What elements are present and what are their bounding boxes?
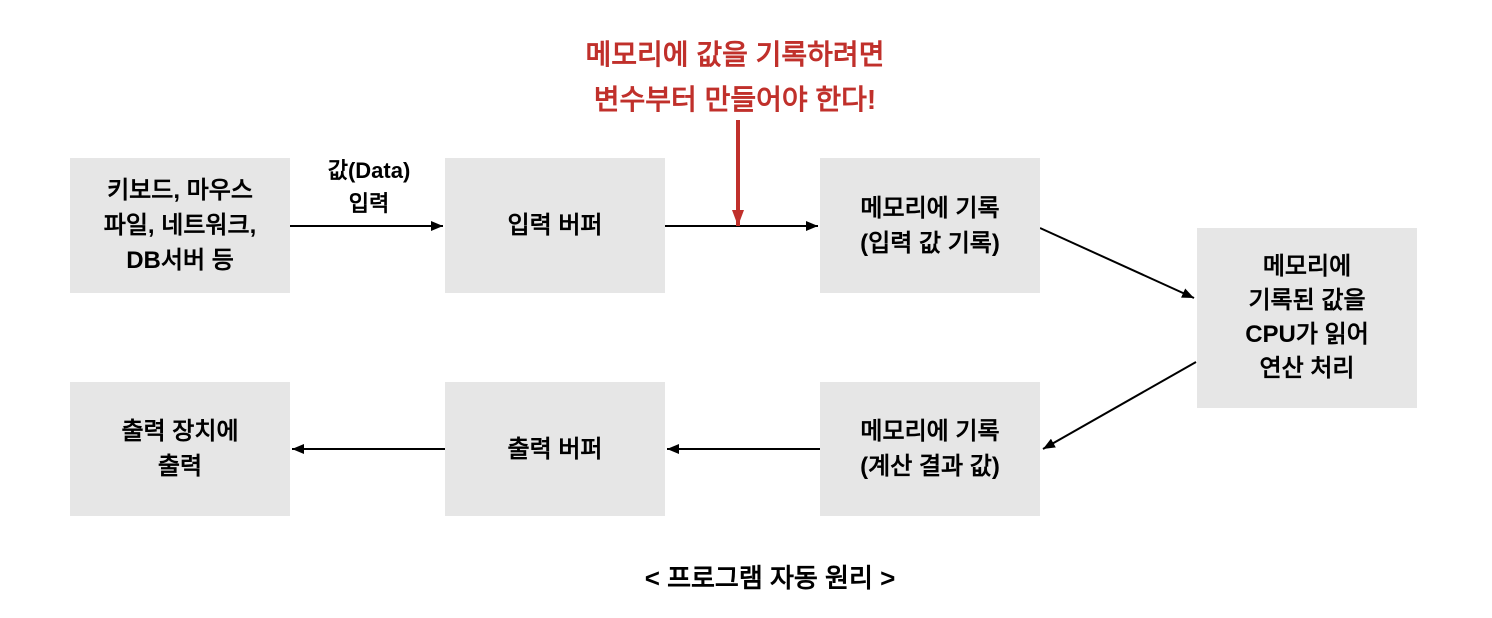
memory-write-result-box: 메모리에 기록 (계산 결과 값) (820, 382, 1040, 516)
data-input-label: 값(Data) 입력 (310, 154, 428, 220)
annotation-line-1: 메모리에 값을 기록하려면 (585, 39, 885, 70)
input-sources-line-1: 키보드, 마우스 (107, 177, 253, 204)
output-device-line-1: 출력 장치에 (121, 418, 239, 445)
diagram-caption: < 프로그램 자동 원리 > (644, 563, 896, 593)
cpu-process-line-2: 기록된 값을 (1248, 287, 1366, 314)
cpu-process-box: 메모리에 기록된 값을 CPU가 읽어 연산 처리 (1197, 228, 1417, 408)
memory-write-input-line-2: (입력 값 기록) (860, 229, 1000, 257)
input-sources-box: 키보드, 마우스 파일, 네트워크, DB서버 등 (70, 158, 290, 293)
cpu-process-line-4: 연산 처리 (1259, 355, 1355, 382)
input-buffer-label: 입력 버퍼 (507, 212, 603, 239)
annotation-line-2: 변수부터 만들어야 한다! (593, 84, 877, 115)
data-input-label-line-2: 입력 (348, 191, 390, 216)
cpu-process-line-1: 메모리에 (1262, 253, 1352, 280)
input-sources-line-2: 파일, 네트워크, (103, 212, 257, 239)
cpu-process-line-3: CPU가 읽어 (1245, 321, 1369, 348)
arrow-memory-to-cpu (1039, 227, 1195, 299)
input-sources-line-3: DB서버 등 (126, 247, 234, 274)
data-input-label-line-1: 값(Data) (327, 158, 411, 183)
output-buffer-box: 출력 버퍼 (445, 382, 665, 516)
arrow-cpu-to-memory-result (1042, 361, 1197, 450)
variable-annotation: 메모리에 값을 기록하려면 변수부터 만들어야 한다! (480, 32, 990, 122)
output-buffer-label: 출력 버퍼 (507, 435, 603, 463)
memory-write-result-line-2: (계산 결과 값) (860, 453, 1000, 480)
memory-write-input-line-1: 메모리에 기록 (860, 194, 1000, 222)
output-device-box: 출력 장치에 출력 (70, 382, 290, 516)
output-device-line-2: 출력 (157, 453, 203, 480)
memory-write-input-box: 메모리에 기록 (입력 값 기록) (820, 158, 1040, 293)
input-buffer-box: 입력 버퍼 (445, 158, 665, 293)
memory-write-result-line-1: 메모리에 기록 (860, 418, 1000, 445)
